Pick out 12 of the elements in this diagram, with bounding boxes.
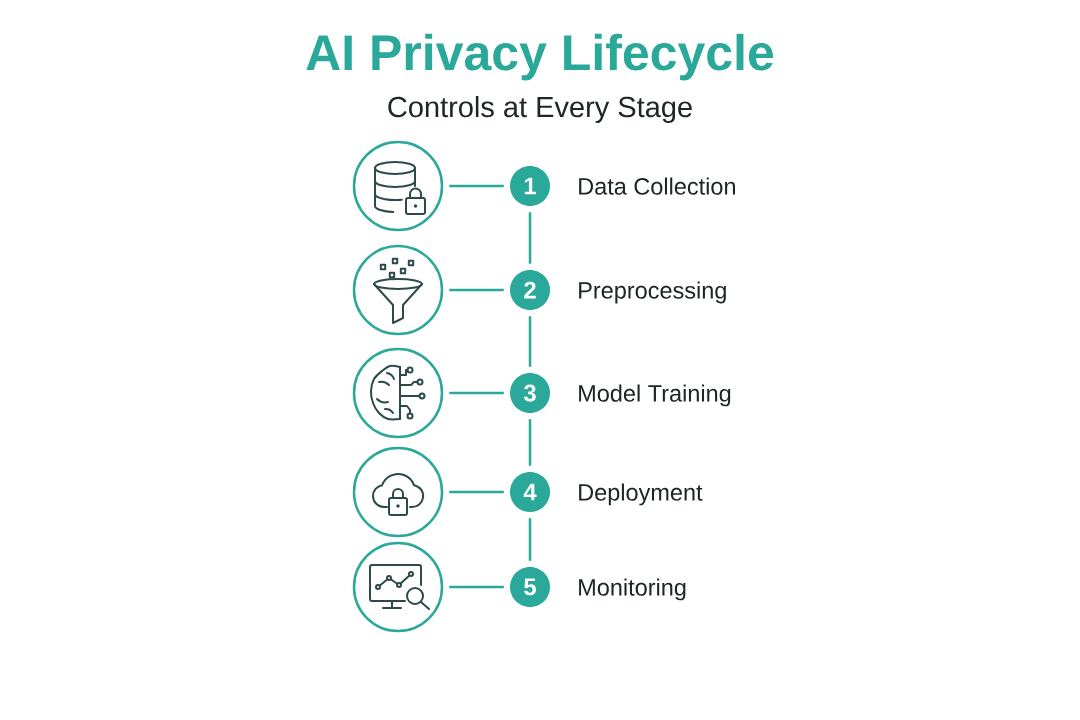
title: AI Privacy Lifecycle xyxy=(306,33,774,81)
icon-circle xyxy=(352,140,444,232)
stage-label: Data Collection xyxy=(579,177,735,195)
stage-label: Model Training xyxy=(579,384,731,407)
icon-circle xyxy=(352,541,444,633)
stage-label: Deployment xyxy=(579,483,703,506)
stage-label: Preprocessing xyxy=(579,281,726,304)
subtitle: Controls at Every Stage xyxy=(388,96,692,123)
icon-circle xyxy=(352,446,444,538)
icon-circle xyxy=(352,347,444,439)
stage-label: Monitoring xyxy=(579,578,686,601)
icon-circle xyxy=(352,244,444,336)
